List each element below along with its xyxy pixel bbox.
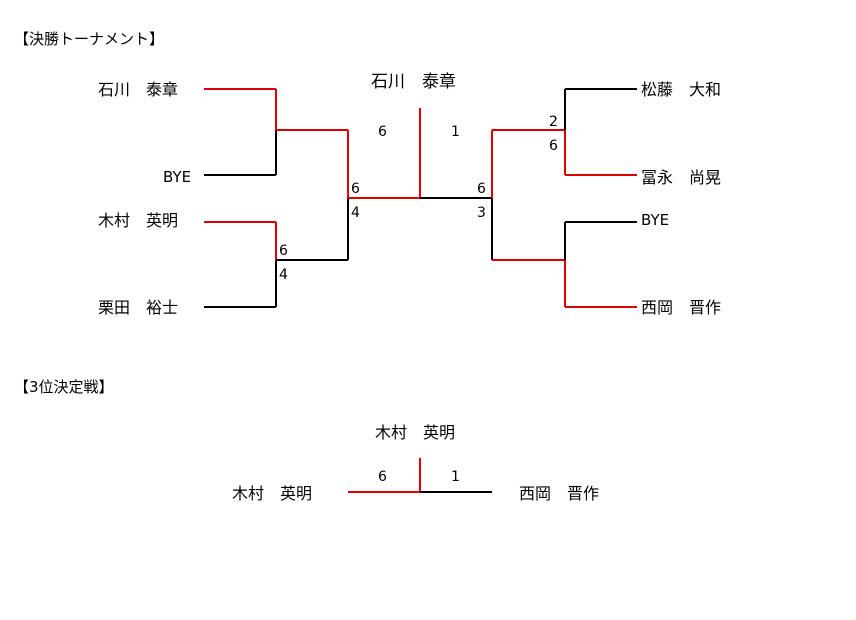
third-place-heading: 【3位決定戦】 bbox=[14, 378, 114, 396]
right-player-1: 松藤 大和 bbox=[641, 80, 722, 99]
left-player-4: 栗田 裕士 bbox=[98, 298, 179, 317]
score-left-r1-bottom-top: 6 bbox=[279, 243, 288, 259]
score-right-semi-bottom: 3 bbox=[477, 205, 486, 221]
right-player-2: 冨永 尚晃 bbox=[641, 168, 722, 187]
third-place-winner: 木村 英明 bbox=[375, 423, 456, 442]
third-place-right-player: 西岡 晋作 bbox=[519, 484, 600, 503]
score-right-semi-top: 6 bbox=[477, 181, 486, 197]
score-final-right: 1 bbox=[451, 124, 460, 140]
final-champion: 石川 泰章 bbox=[371, 72, 456, 92]
left-player-3: 木村 英明 bbox=[98, 211, 179, 230]
left-player-2: BYE bbox=[163, 168, 192, 186]
score-left-r1-bottom-bottom: 4 bbox=[279, 267, 288, 283]
left-player-1: 石川 泰章 bbox=[98, 80, 179, 99]
right-player-3: BYE bbox=[641, 211, 670, 229]
third-place-left-player: 木村 英明 bbox=[232, 484, 313, 503]
third-place-score-left: 6 bbox=[378, 469, 387, 485]
score-left-semi-bottom: 4 bbox=[351, 205, 360, 221]
right-player-4: 西岡 晋作 bbox=[641, 298, 722, 317]
score-final-left: 6 bbox=[378, 124, 387, 140]
score-right-r1-top-top: 2 bbox=[549, 114, 558, 130]
final-tournament-heading: 【決勝トーナメント】 bbox=[14, 30, 165, 48]
score-left-semi-top: 6 bbox=[351, 181, 360, 197]
third-place-score-right: 1 bbox=[451, 469, 460, 485]
score-right-r1-top-bottom: 6 bbox=[549, 138, 558, 154]
